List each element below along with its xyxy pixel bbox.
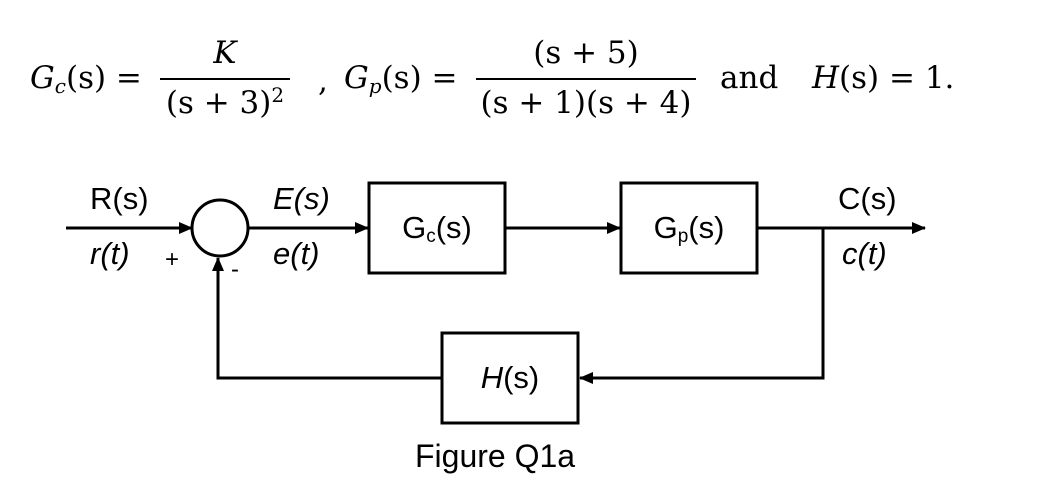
gp-block-label: Gp(s) (653, 210, 725, 247)
gc-denominator: (s + 3)2 (165, 83, 285, 121)
summing-junction (190, 198, 250, 258)
h-definition: H(s) = 1. (812, 60, 955, 96)
and-text: and (720, 60, 779, 96)
equation-separator: , (318, 63, 328, 99)
feedback-path-to-junction (212, 257, 442, 380)
h-block-label: H(s) (480, 360, 540, 395)
minus-sign: - (231, 256, 239, 283)
gc-fraction-bar (160, 78, 290, 80)
error-label-time: e(t) (273, 236, 320, 271)
input-label-time: r(t) (90, 236, 130, 271)
gp-fraction-bar (476, 78, 696, 80)
plus-sign: + (165, 246, 180, 273)
input-label-laplace: R(s) (90, 181, 149, 216)
figure-caption: Figure Q1a (415, 438, 576, 474)
error-label-laplace: E(s) (273, 181, 330, 216)
gc-block-label: Gc(s) (402, 210, 472, 247)
gp-denominator: (s + 1)(s + 4) (480, 85, 692, 121)
gc-numerator: K (213, 35, 237, 71)
output-label-time: c(t) (842, 236, 887, 271)
output-label-laplace: C(s) (838, 181, 897, 216)
feedback-path-to-h (579, 228, 825, 384)
gp-numerator: (s + 5) (533, 35, 639, 71)
gp-lhs: Gp(s) = (344, 60, 458, 98)
gc-lhs: Gc(s) = (30, 60, 142, 98)
